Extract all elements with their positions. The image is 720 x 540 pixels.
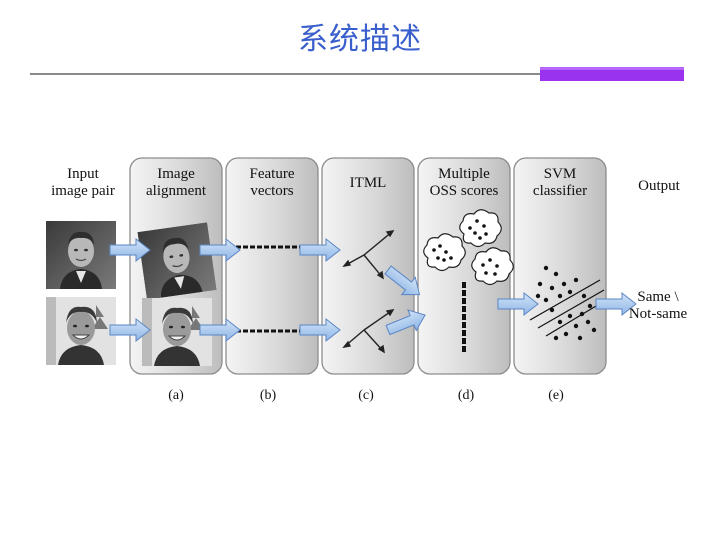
stage-label-e: SVM classifier bbox=[514, 166, 606, 200]
feature-vector-1 bbox=[236, 245, 308, 249]
input-label-line2: image pair bbox=[51, 183, 115, 199]
title-divider bbox=[30, 73, 542, 75]
cloud-icon bbox=[459, 209, 502, 248]
cloud-icon bbox=[423, 233, 466, 272]
stage-a-line2: alignment bbox=[146, 183, 206, 199]
stage-d-line2: OSS scores bbox=[429, 183, 499, 199]
result-label: Same \ Not-same bbox=[620, 289, 696, 323]
input-label-line1: Input bbox=[67, 166, 99, 182]
itml-arrows-top bbox=[342, 230, 395, 280]
cloud-icon bbox=[471, 247, 514, 286]
face-icon bbox=[45, 296, 117, 366]
face-icon bbox=[45, 220, 117, 290]
result-line1: Same \ bbox=[637, 289, 679, 305]
stage-d-line1: Multiple bbox=[438, 166, 490, 182]
stage-panel-e bbox=[513, 157, 607, 375]
stage-label-b: Feature vectors bbox=[226, 166, 318, 200]
stage-panel-c bbox=[321, 157, 415, 375]
stage-sub-e: (e) bbox=[548, 388, 564, 403]
accent-bar bbox=[540, 67, 684, 81]
stage-e-line1: SVM bbox=[543, 166, 577, 182]
stage-b-line1: Feature bbox=[249, 166, 295, 182]
stage-sub-d: (d) bbox=[457, 388, 475, 403]
stage-label-a: Image alignment bbox=[130, 166, 222, 200]
svm-scatter bbox=[535, 265, 597, 341]
result-line2: Not-same bbox=[628, 306, 688, 322]
stage-label-c: ITML bbox=[322, 175, 414, 192]
input-label: Input image pair bbox=[44, 166, 122, 200]
stage-a-line1: Image bbox=[157, 166, 195, 182]
output-label: Output bbox=[638, 178, 680, 194]
stage-b-line2: vectors bbox=[250, 183, 294, 199]
face-icon bbox=[136, 221, 218, 301]
itml-arrows-bottom bbox=[342, 309, 395, 354]
stage-sub-a: (a) bbox=[168, 388, 184, 403]
stage-e-line2: classifier bbox=[532, 183, 588, 199]
stage-sub-c: (c) bbox=[358, 388, 374, 403]
slide-title: 系统描述 bbox=[298, 22, 422, 57]
stage-panel-b bbox=[225, 157, 319, 375]
stage-c-line1: ITML bbox=[349, 175, 387, 191]
stage-sub-b: (b) bbox=[259, 388, 277, 403]
stage-label-d: Multiple OSS scores bbox=[418, 166, 510, 200]
